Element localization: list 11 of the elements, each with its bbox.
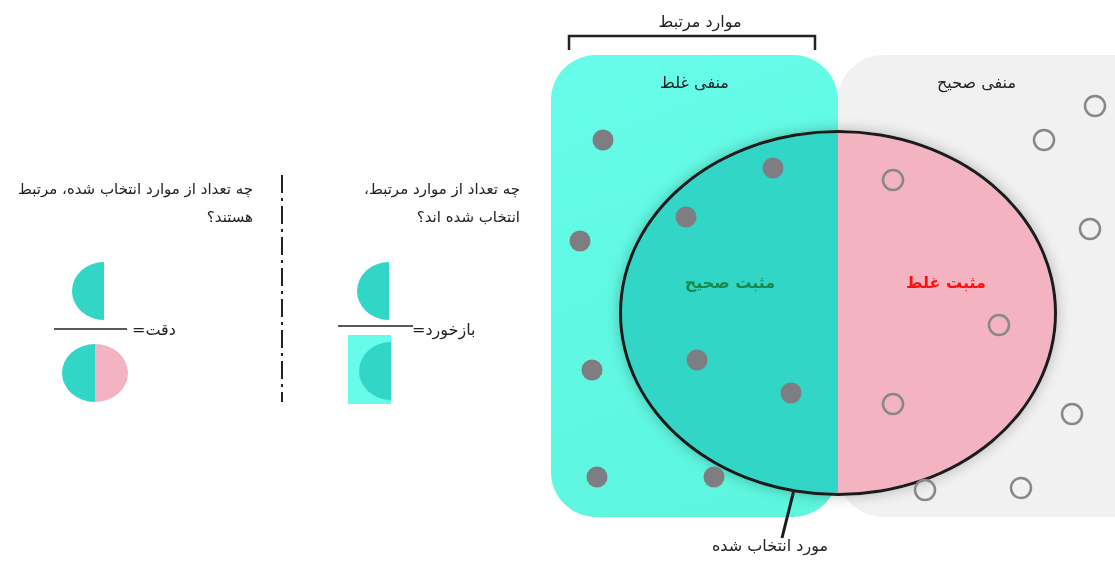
region-label: منفی غلط bbox=[659, 73, 730, 92]
question-text: چه تعداد از موارد انتخاب شده، مرتبط هستند؟ bbox=[17, 179, 253, 228]
leader-line bbox=[780, 491, 795, 539]
region-label: مثبت غلط bbox=[904, 273, 988, 292]
formula-label: بازخورد= bbox=[412, 319, 476, 342]
question-text: چه تعداد از موارد مرتبط، انتخاب شده اند؟ bbox=[363, 179, 520, 228]
leader-label: مورد انتخاب شده bbox=[710, 536, 829, 555]
region-label: منفی صحیح bbox=[936, 73, 1017, 92]
region-label: مثبت صحیح bbox=[683, 273, 777, 292]
formula-label: دقت= bbox=[132, 319, 176, 341]
bracket-label: موارد مرتبط bbox=[657, 11, 743, 34]
